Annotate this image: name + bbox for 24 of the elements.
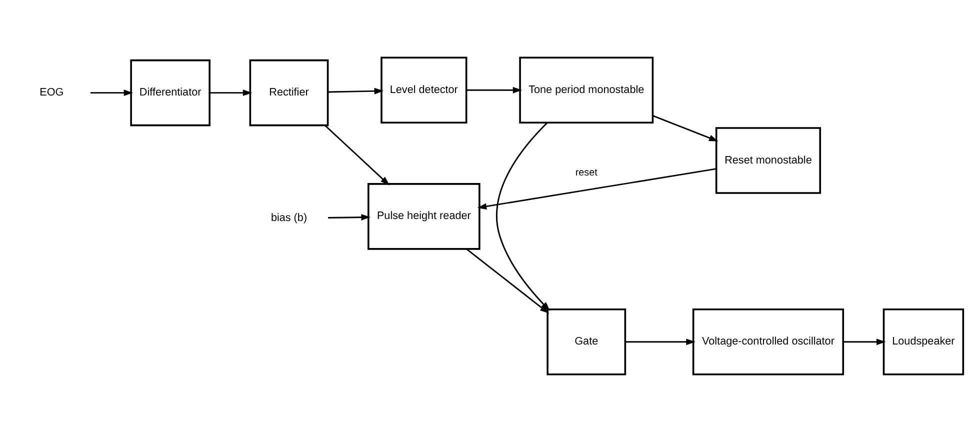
arrow: [328, 88, 384, 94]
edge-label: reset: [575, 168, 598, 179]
arrow: [466, 86, 522, 94]
arrow: [843, 338, 886, 346]
node-text: bias (b): [270, 212, 308, 224]
node-box: Reset monostable: [715, 127, 822, 194]
arrow: [652, 115, 718, 142]
node-box: Rectifier: [249, 59, 329, 126]
node-box: Level detector: [380, 56, 468, 124]
arrow: [210, 90, 252, 96]
arrow: [328, 214, 370, 221]
node-box: Pulse height reader: [368, 183, 480, 250]
node-box: Differentiator: [130, 59, 210, 126]
node-box: Loudspeaker: [882, 308, 964, 376]
node-box: Tone period monostable: [519, 56, 654, 124]
node-box: Gate: [546, 308, 626, 376]
arrow: [625, 338, 696, 346]
arrow: [90, 90, 134, 96]
node-box: Voltage-controlled oscillator: [692, 308, 844, 376]
arrow: [324, 125, 390, 186]
arrow: [496, 122, 550, 311]
arrow: [477, 168, 716, 210]
node-text: EOG: [40, 86, 64, 99]
arrow: [466, 248, 550, 314]
